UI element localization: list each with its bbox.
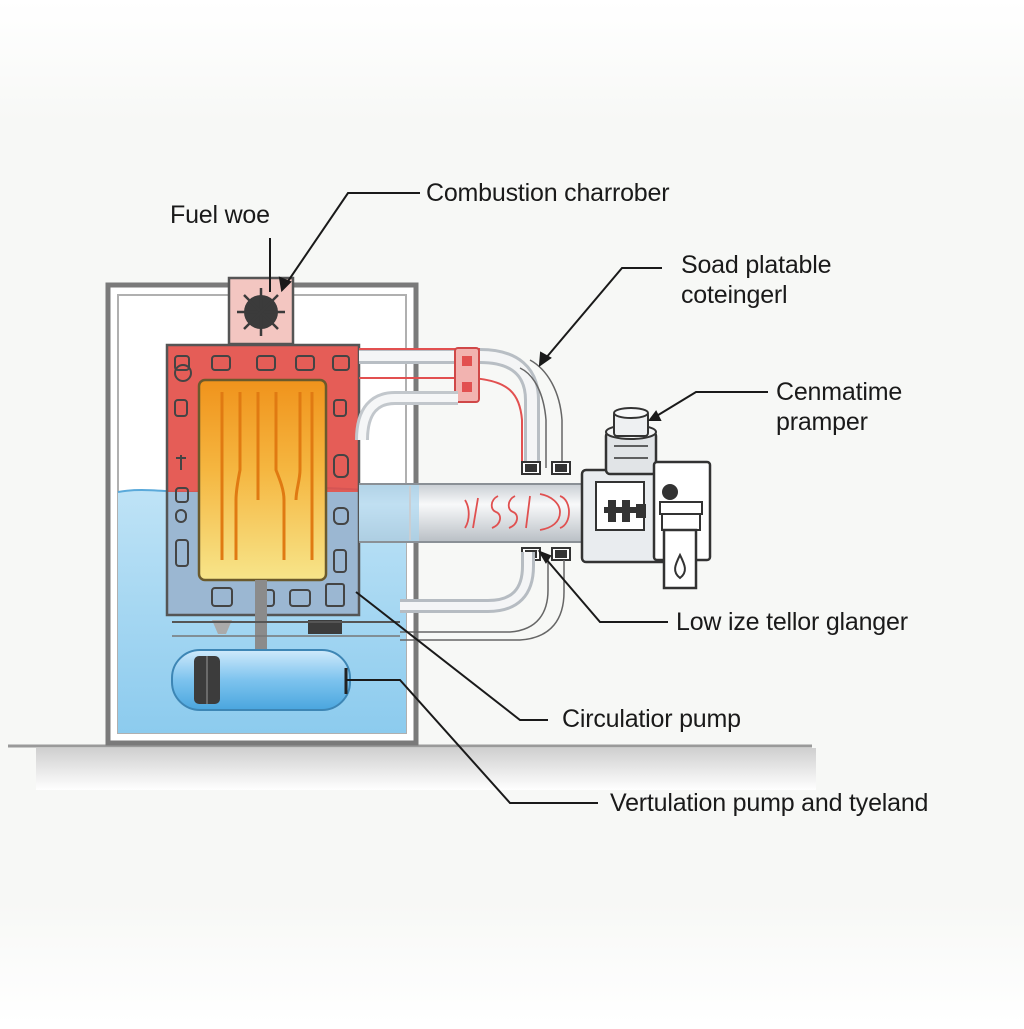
label-fuel-woe: Fuel woe: [170, 201, 270, 229]
drain-shaft: [172, 580, 400, 668]
return-pipe-loop: [400, 552, 565, 641]
label-cenmatime: Cenmatime: [776, 378, 903, 406]
combustion-chamber: [165, 343, 361, 617]
label-vertulation-pump: Vertulation pump and tyeland: [610, 789, 929, 817]
label-pramper: pramper: [776, 408, 868, 436]
label-soad-platable: Soad platable: [681, 251, 832, 279]
fuel-burner: [227, 276, 295, 346]
label-combustion-chamber: Combustion charrober: [426, 179, 670, 207]
main-horizontal-pipe: [359, 483, 599, 543]
floor-shadow: [36, 748, 816, 790]
leader-lines: [269, 192, 768, 804]
hot-supply-pipe: [355, 347, 563, 470]
pump-assembly: [580, 407, 712, 590]
label-low-ize-tellor-glanger: Low ize tellor glanger: [676, 608, 908, 636]
storage-tank: [171, 649, 351, 711]
label-coteingerl: coteingerl: [681, 281, 788, 309]
label-circulation-pump: Circulatior pump: [562, 705, 741, 733]
